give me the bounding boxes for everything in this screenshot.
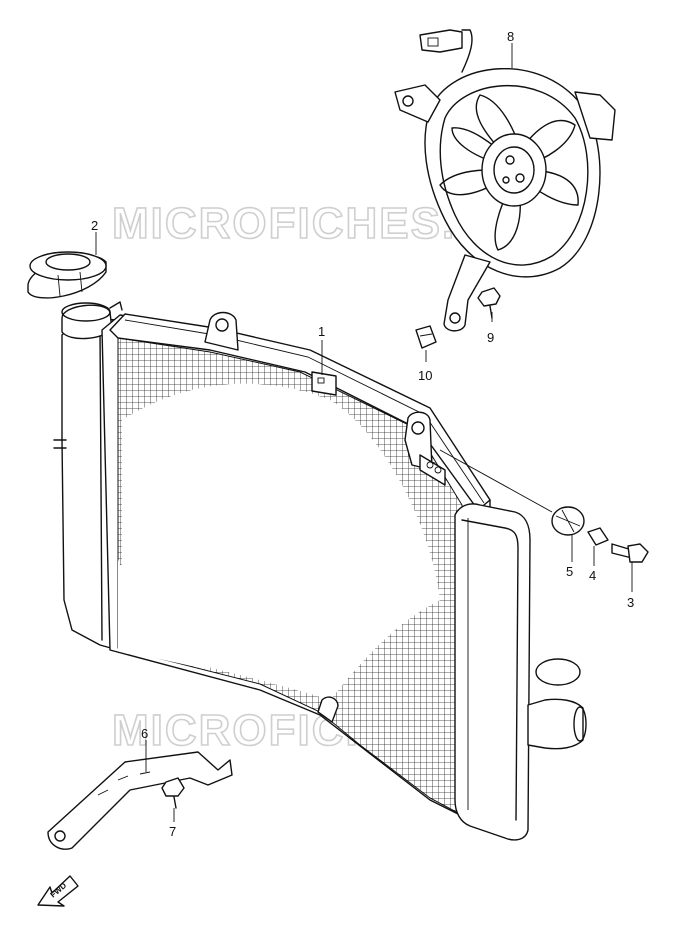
callout-4: 4: [589, 568, 596, 583]
cooling-fan: [394, 29, 616, 332]
bracket-6: [47, 751, 233, 850]
leader-lines: [95, 43, 633, 822]
collar-4: [587, 527, 609, 546]
callout-7: 7: [169, 824, 176, 839]
callout-2: 2: [91, 218, 98, 233]
callout-1: 1: [318, 324, 325, 339]
callout-3: 3: [627, 595, 634, 610]
callout-9: 9: [487, 330, 494, 345]
fwd-arrow-icon: FWD: [37, 875, 79, 907]
callout-10: 10: [418, 368, 432, 383]
bolt-7: [161, 777, 185, 809]
callout-5: 5: [566, 564, 573, 579]
bolt-9: [477, 287, 501, 319]
clip-nut-10: [415, 325, 437, 349]
radiator-cap: [27, 251, 107, 299]
radiator: [53, 301, 587, 841]
cushion-5: [551, 506, 585, 536]
bolt-3: [611, 543, 649, 563]
callout-6: 6: [141, 726, 148, 741]
callout-8: 8: [507, 29, 514, 44]
